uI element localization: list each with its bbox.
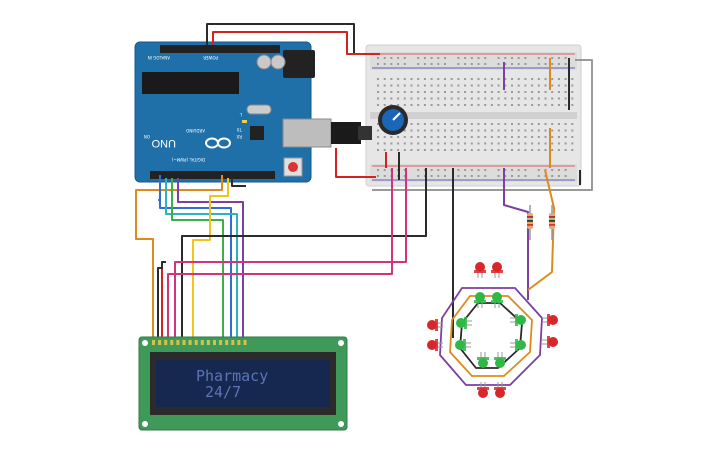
wire-cyan <box>165 178 238 340</box>
led[interactable] <box>456 317 472 329</box>
wire-black <box>231 178 246 187</box>
led[interactable] <box>427 339 443 351</box>
brand-label: ARDUINO <box>186 128 205 133</box>
breadboard[interactable] <box>365 44 582 187</box>
led[interactable] <box>474 292 486 308</box>
board-model-label: UNO <box>151 137 176 149</box>
microcontroller-chip <box>142 72 239 94</box>
wire-black <box>181 168 427 340</box>
led-indicator <box>242 120 247 123</box>
lcd-pin-header <box>152 340 247 345</box>
resistor[interactable] <box>527 205 533 240</box>
resistor[interactable] <box>549 205 555 240</box>
wire-red <box>335 148 376 178</box>
led[interactable] <box>510 314 526 326</box>
crystal <box>246 104 272 115</box>
led-ring-wiring <box>439 287 543 386</box>
breadboard-top-rail <box>370 52 577 70</box>
breadboard-holes <box>377 57 574 177</box>
header-analog-power <box>160 45 280 53</box>
wires <box>135 23 593 340</box>
lcd-line-2: 24/7 <box>205 383 241 401</box>
lcd-line-1: Pharmacy <box>196 367 268 385</box>
lcd-screen <box>156 360 330 407</box>
header-digital <box>150 171 275 179</box>
led[interactable] <box>477 352 489 368</box>
analog-label: ANALOG IN <box>148 55 170 60</box>
wire-red <box>161 261 166 340</box>
wire-green <box>171 178 224 340</box>
breadboard-bottom-rail <box>370 164 577 182</box>
on-label: ON <box>144 134 150 139</box>
rx-label: RX <box>236 134 242 139</box>
wire-purple <box>503 168 529 300</box>
led[interactable] <box>491 262 503 278</box>
led[interactable] <box>494 382 506 398</box>
capacitor <box>270 54 286 70</box>
led-group <box>427 262 558 398</box>
potentiometer[interactable] <box>378 105 408 135</box>
wire-red <box>212 31 380 55</box>
led[interactable] <box>455 339 471 351</box>
usb-cable <box>331 122 361 144</box>
l-label: L <box>239 112 242 117</box>
usb-chip <box>250 126 264 140</box>
wire-yellow <box>192 178 229 340</box>
led[interactable] <box>542 336 558 348</box>
wire-gray <box>372 59 593 191</box>
led[interactable] <box>474 262 486 278</box>
usb-port <box>282 118 332 148</box>
wire-black <box>157 261 166 338</box>
led[interactable] <box>427 319 443 331</box>
arduino-board[interactable]: UNO ARDUINO POWER ANALOG IN DIGITAL (PWM… <box>134 41 372 183</box>
knob-indicator <box>392 112 401 121</box>
led[interactable] <box>491 292 503 308</box>
wire-orange <box>527 169 555 291</box>
capacitor <box>256 54 272 70</box>
wire-orange <box>135 175 223 340</box>
wire-magenta <box>174 168 407 340</box>
led[interactable] <box>477 382 489 398</box>
lcd-display[interactable]: Pharmacy 24/7 <box>138 336 348 431</box>
led[interactable] <box>510 339 526 351</box>
breadboard-center-channel <box>370 112 577 119</box>
led[interactable] <box>542 314 558 326</box>
power-label: POWER <box>203 55 218 60</box>
tx-label: TX <box>237 127 243 132</box>
wire-magenta <box>167 168 393 340</box>
power-jack <box>283 50 315 78</box>
led[interactable] <box>494 352 506 368</box>
digital-label: DIGITAL (PWM~) <box>171 157 205 162</box>
arduino-logo <box>205 137 231 149</box>
